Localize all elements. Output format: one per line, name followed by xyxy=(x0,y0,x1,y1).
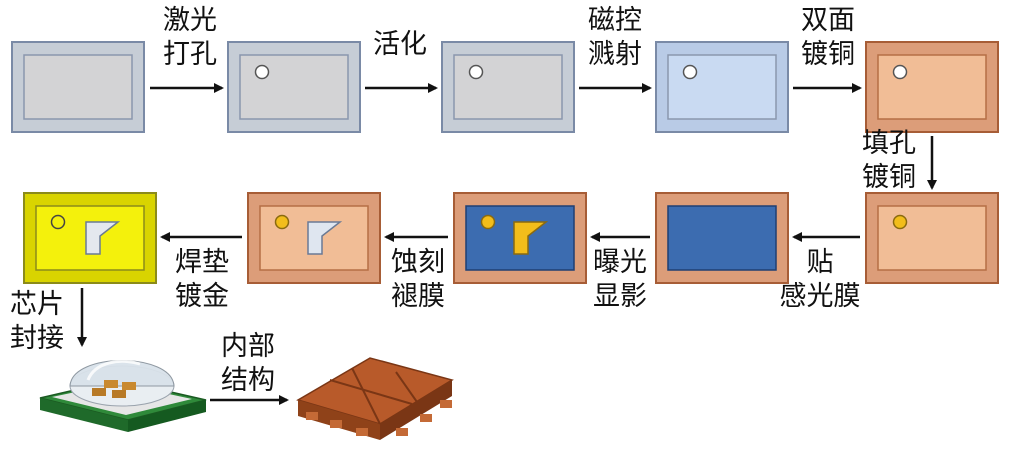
via-hole-icon xyxy=(468,64,484,80)
label-laser-drilling: 激光 打孔 xyxy=(163,5,217,70)
filled-via-icon xyxy=(892,214,908,230)
label-activation: 活化 xyxy=(373,29,427,60)
gold-pad-icon xyxy=(85,221,121,255)
board-double-side-plated xyxy=(865,41,999,133)
label-chip-bonding: 芯片 封接 xyxy=(10,289,64,354)
filled-via-icon xyxy=(274,214,290,230)
label-expose-develop: 曝光 显影 xyxy=(593,247,647,312)
via-hole-icon xyxy=(682,64,698,80)
label-etch-strip: 蚀刻 褪膜 xyxy=(391,247,445,312)
board-gold-plated xyxy=(23,192,157,284)
label-apply-photoresist: 贴 感光膜 xyxy=(779,247,861,312)
board-activated xyxy=(441,41,575,133)
label-inner-structure: 内部 结构 xyxy=(221,331,275,396)
label-double-side-plating: 双面 镀铜 xyxy=(801,5,855,70)
label-magnetron-sputtering: 磁控 溅射 xyxy=(588,5,642,70)
via-hole-icon xyxy=(892,64,908,80)
filled-via-icon xyxy=(480,214,496,230)
copper-pad-icon xyxy=(307,221,343,255)
via-hole-icon xyxy=(254,64,270,80)
board-exposed-developed xyxy=(453,192,587,284)
board-photoresist xyxy=(655,192,789,284)
board-via-filled xyxy=(865,192,999,284)
pad-pattern-icon xyxy=(513,221,549,255)
inner-structure-image xyxy=(296,357,454,440)
via-hole-icon xyxy=(50,214,66,230)
board-raw-substrate xyxy=(11,41,145,133)
led-package-image xyxy=(39,359,207,432)
label-pad-gold-plating: 焊垫 镀金 xyxy=(175,247,229,312)
label-via-fill-plating: 填孔 镀铜 xyxy=(862,128,916,193)
board-etched-stripped xyxy=(247,192,381,284)
board-sputtered xyxy=(655,41,789,133)
board-laser-drilled xyxy=(227,41,361,133)
